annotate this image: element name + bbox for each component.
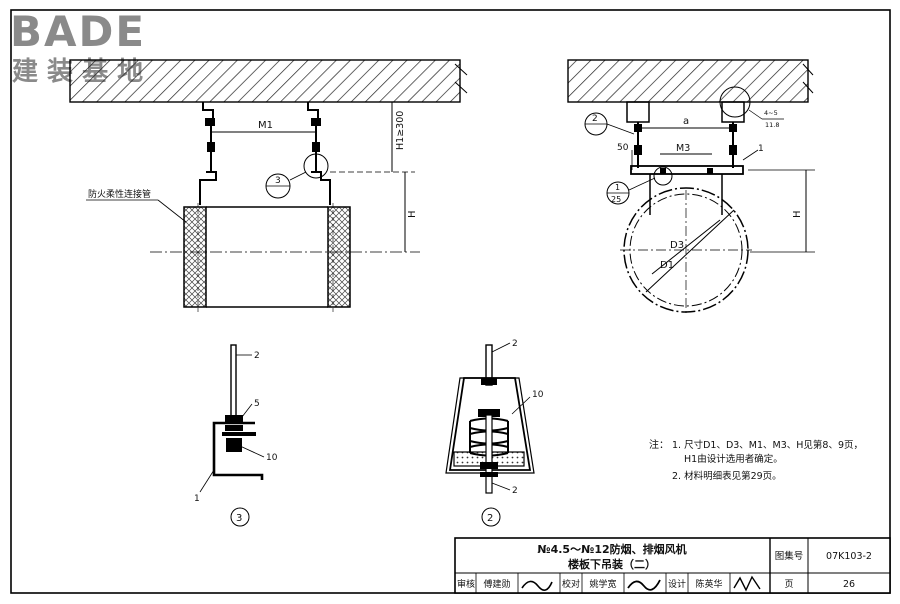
atlas-number: 07K103-2 <box>826 551 872 562</box>
checker-name: 姚学宽 <box>589 578 616 590</box>
flex-connector-left <box>183 206 207 308</box>
title-block: №4.5～№12防烟、排烟风机 楼板下吊装（二） 图集号 07K103-2 审核… <box>454 537 891 594</box>
ref-1-number: 1 <box>615 183 620 192</box>
ref-25-number: 25 <box>611 195 621 204</box>
threaded-rod-2-bottom <box>485 414 493 494</box>
anchor-block-left <box>626 101 650 123</box>
d2-item-10: 10 <box>532 390 544 400</box>
dim-m3-label: M3 <box>676 143 690 154</box>
sheet-border <box>10 9 891 594</box>
notes: 注： 1. 尺寸D1、D3、M1、M3、H见第8、9页， H1由设计选用者确定。… <box>649 438 863 482</box>
concrete-slab-left <box>69 59 461 103</box>
dim-m1-label: M1 <box>258 120 273 131</box>
detail3-label-bubble <box>230 507 250 527</box>
dim-d3-label: D3 <box>670 240 684 251</box>
d3-item-1: 1 <box>194 494 200 504</box>
detail3-ref-number: 3 <box>275 176 281 186</box>
detail-2: 2 10 2 2 <box>445 339 544 527</box>
detail3-label: 3 <box>236 513 242 524</box>
notes-heading: 注： <box>649 438 669 451</box>
dim-h1-label: H1≥300 <box>395 111 406 150</box>
concrete-slab-right <box>567 59 809 103</box>
ref-pair-top: 4~5 <box>764 109 778 117</box>
d3-item-10: 10 <box>266 453 278 463</box>
left-elevation: M1 H1≥300 H 防火柔性连接管 3 <box>69 59 468 312</box>
left-hanger-b <box>307 102 331 205</box>
ref-pair-bottom: 11.8 <box>765 121 779 129</box>
detail2-label-bubble <box>481 507 501 527</box>
right-side-view: a 50 M3 D3 D1 H 2 1 <box>567 59 815 316</box>
d3-item-2: 2 <box>254 351 260 361</box>
atlas-label: 图集号 <box>775 550 804 562</box>
designer-signature <box>733 575 761 592</box>
ref-2-number: 2 <box>592 114 598 124</box>
fan-base-channel <box>630 165 744 175</box>
review-label: 审核 <box>457 578 475 590</box>
flex-pipe-label: 防火柔性连接管 <box>88 188 151 200</box>
designer-name: 陈英华 <box>695 578 722 590</box>
watermark-brand: BADE <box>10 7 146 56</box>
anchor-block-right <box>721 101 745 123</box>
dim-a-label: a <box>683 116 689 127</box>
notes-line1: 1. 尺寸D1、D3、M1、M3、H见第8、9页， <box>672 439 863 451</box>
dim-d1-label: D1 <box>660 260 674 271</box>
dim-h-label: H <box>407 210 418 218</box>
title-line2: 楼板下吊装（二） <box>568 557 656 571</box>
design-label: 设计 <box>668 578 686 590</box>
d2-item-2-top: 2 <box>512 339 518 349</box>
item-1-label: 1 <box>758 144 764 154</box>
left-hanger-a <box>199 102 217 205</box>
reviewer-signature <box>521 580 553 591</box>
dim-50-label: 50 <box>617 143 629 153</box>
d2-item-2-bottom: 2 <box>512 486 518 496</box>
page-label: 页 <box>784 579 793 590</box>
d3-item-5: 5 <box>254 399 260 409</box>
checker-signature <box>627 579 661 591</box>
detail2-label: 2 <box>487 513 493 524</box>
dim-h-right-label: H <box>792 210 803 218</box>
notes-line2: H1由设计选用者确定。 <box>684 453 783 465</box>
detail-3: 2 5 10 1 3 <box>194 344 278 527</box>
c-channel <box>212 421 264 480</box>
check-label: 校对 <box>562 578 580 590</box>
reviewer-name: 傅建勋 <box>483 578 510 590</box>
page-number: 26 <box>843 579 855 590</box>
notes-line3: 2. 材料明细表见第29页。 <box>672 470 782 482</box>
flex-connector-right <box>327 206 351 308</box>
title-line1: №4.5～№12防烟、排烟风机 <box>537 542 686 556</box>
threaded-rod-3 <box>230 344 237 418</box>
